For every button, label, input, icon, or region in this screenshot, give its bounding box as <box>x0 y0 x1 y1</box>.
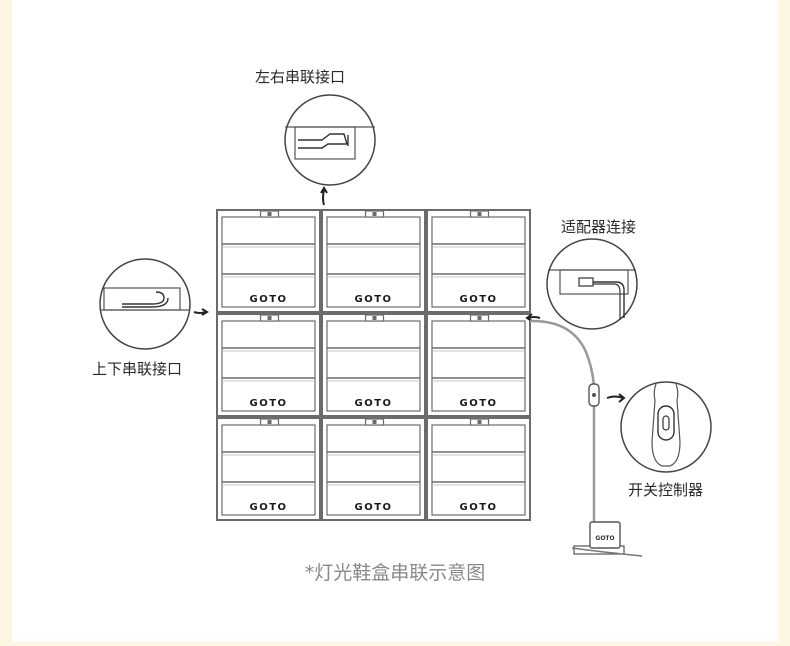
adapter-callout <box>525 238 638 330</box>
box-brand-logo: GOTO <box>354 294 392 305</box>
power-adapter: GOTO <box>571 521 643 557</box>
box-brand-logo: GOTO <box>249 502 287 513</box>
diagram-caption: *灯光鞋盒串联示意图 <box>304 562 486 584</box>
shoe-box: GOTO <box>216 313 321 417</box>
switch-label: 开关控制器 <box>628 481 704 499</box>
adapter-label: 适配器连接 <box>561 218 637 236</box>
shoe-box: GOTO <box>426 209 531 313</box>
box-brand-logo: GOTO <box>354 398 392 409</box>
shoe-box: GOTO <box>216 209 321 313</box>
diagram-canvas: GOTO GOTO GOTO GOTO GOTO GOTO GOTO GOTO GOTO <box>12 0 778 642</box>
adapter-logo: GOTO <box>595 535 614 542</box>
lr-port-label: 左右串联接口 <box>255 68 346 86</box>
box-brand-logo: GOTO <box>459 398 497 409</box>
shoe-box: GOTO <box>321 417 426 521</box>
lr-port-callout <box>284 94 376 206</box>
tb-port-label: 上下串联接口 <box>92 360 183 378</box>
switch-arrow-icon <box>606 393 626 403</box>
power-cable <box>529 319 596 524</box>
box-brand-logo: GOTO <box>354 502 392 513</box>
shoe-box: GOTO <box>426 417 531 521</box>
diagram-drawing: GOTO GOTO GOTO GOTO GOTO GOTO GOTO GOTO GOTO <box>99 94 712 557</box>
shoe-box: GOTO <box>216 417 321 521</box>
shoe-box: GOTO <box>321 209 426 313</box>
box-brand-logo: GOTO <box>459 502 497 513</box>
box-brand-logo: GOTO <box>459 294 497 305</box>
up-arrow-icon <box>320 186 328 206</box>
shoe-box: GOTO <box>321 313 426 417</box>
box-brand-logo: GOTO <box>249 398 287 409</box>
shoe-box-grid: GOTO GOTO GOTO GOTO GOTO GOTO GOTO GOTO GOTO <box>216 209 531 521</box>
box-brand-logo: GOTO <box>249 294 287 305</box>
right-arrow-icon <box>193 308 209 316</box>
switch-callout <box>620 381 712 473</box>
shoe-box: GOTO <box>426 313 531 417</box>
tb-port-callout <box>99 258 209 350</box>
